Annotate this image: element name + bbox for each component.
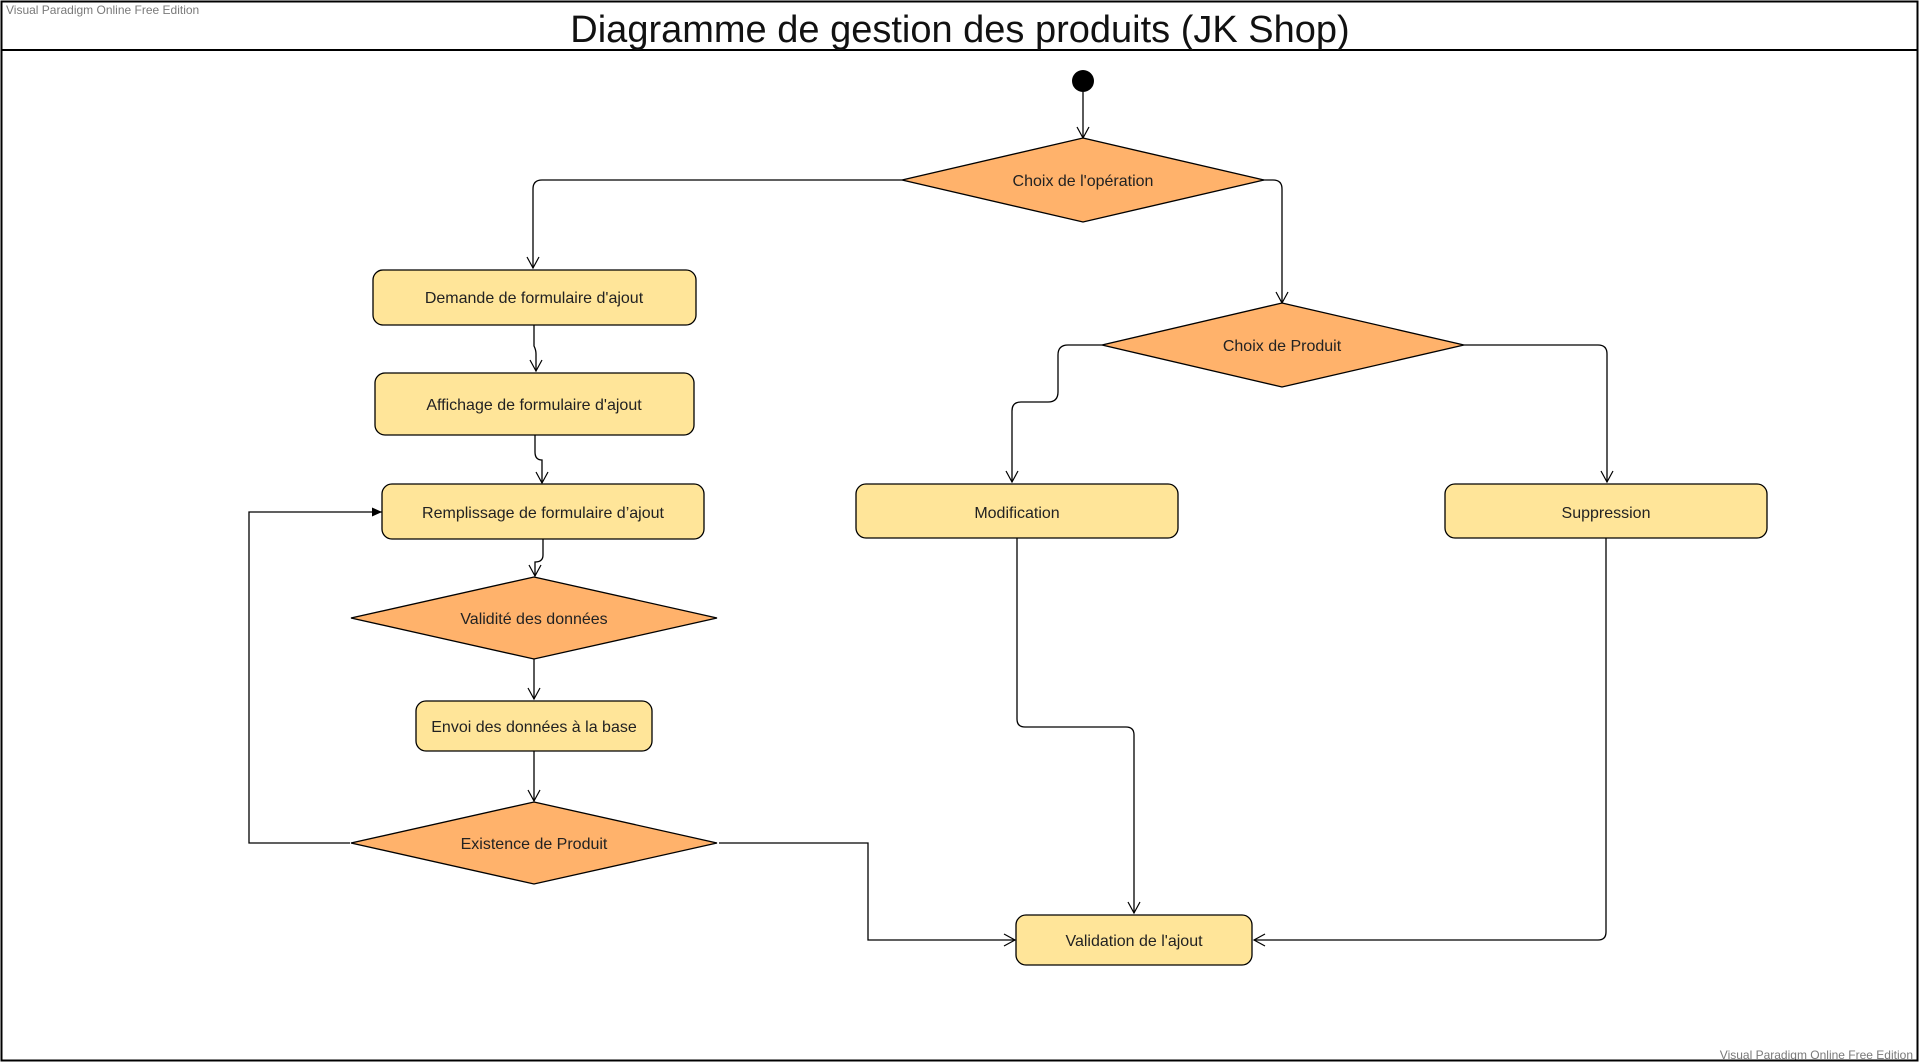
decision-choix-operation: Choix de l'opération	[901, 137, 1265, 223]
edges	[248, 92, 1614, 947]
action-validation-ajout-label: Validation de l'ajout	[1065, 933, 1203, 950]
action-suppression-label: Suppression	[1562, 505, 1651, 522]
action-modification-label: Modification	[974, 505, 1059, 522]
edge-choix-operation-to-choix-produit	[1263, 179, 1289, 305]
edge-choix-operation-to-demande	[526, 179, 902, 270]
edge-affichage-to-remplissage	[534, 435, 549, 485]
action-envoi-donnees: Envoi des données à la base	[415, 700, 653, 752]
action-suppression: Suppression	[1444, 483, 1768, 539]
edge-existence-loop-to-remplissage	[248, 507, 382, 844]
initial-node	[1072, 70, 1094, 92]
action-envoi-donnees-label: Envoi des données à la base	[431, 719, 637, 736]
watermark-bottom: Visual Paradigm Online Free Edition	[1719, 1048, 1913, 1062]
decision-choix-produit: Choix de Produit	[1101, 302, 1465, 388]
edge-remplissage-to-validite	[528, 539, 544, 578]
action-demande-formulaire: Demande de formulaire d'ajout	[372, 269, 697, 326]
action-remplissage-formulaire-label: Remplissage de formulaire d’ajout	[422, 505, 664, 522]
action-validation-ajout: Validation de l'ajout	[1015, 914, 1253, 966]
decision-existence-produit: Existence de Produit	[350, 801, 718, 885]
edge-suppression-to-validation	[1252, 538, 1607, 947]
edge-choix-produit-to-suppression	[1464, 344, 1614, 484]
edge-choix-produit-to-modification	[1005, 344, 1102, 484]
watermark-top: Visual Paradigm Online Free Edition	[6, 3, 200, 17]
decision-choix-produit-label: Choix de Produit	[1223, 338, 1342, 355]
action-remplissage-formulaire: Remplissage de formulaire d’ajout	[381, 483, 705, 540]
action-modification: Modification	[855, 483, 1179, 539]
action-affichage-formulaire: Affichage de formulaire d'ajout	[374, 372, 695, 436]
decision-existence-produit-label: Existence de Produit	[461, 836, 608, 853]
edge-existence-to-validation	[719, 842, 1017, 947]
diagram-title: Diagramme de gestion des produits (JK Sh…	[570, 9, 1349, 51]
action-affichage-formulaire-label: Affichage de formulaire d'ajout	[426, 397, 642, 414]
action-demande-formulaire-label: Demande de formulaire d'ajout	[425, 290, 644, 307]
edge-modification-to-validation	[1016, 538, 1141, 915]
decision-validite-donnees-label: Validité des données	[460, 611, 607, 628]
decision-choix-operation-label: Choix de l'opération	[1013, 173, 1154, 190]
edge-demande-to-affichage	[529, 324, 543, 373]
decision-validite-donnees: Validité des données	[350, 576, 718, 660]
